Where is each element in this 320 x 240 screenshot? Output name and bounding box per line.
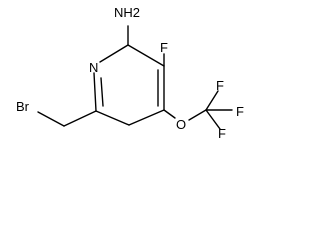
bromine-label: Br — [16, 99, 30, 114]
bond-n-c6-inner — [100, 77, 104, 107]
bond-cf3-f-bottom — [205, 109, 221, 130]
chemical-structure: NH2 N F O Br F F F — [16, 5, 244, 138]
bond-cf3-f-top — [205, 90, 219, 111]
bond-c6-ch2 — [63, 110, 97, 127]
bond-o-cf3 — [188, 109, 207, 121]
bond-c2-n — [99, 44, 129, 63]
bond-ch2-br — [37, 111, 65, 127]
amine-label: NH2 — [114, 5, 140, 20]
bond-n-c6 — [93, 72, 97, 112]
pyridine-ring — [93, 44, 165, 126]
bond-c6-c5 — [95, 110, 130, 126]
cf3-fluorine-top-label: F — [216, 78, 224, 93]
bond-c5-c4 — [128, 109, 165, 126]
fluorine-label: F — [160, 40, 168, 55]
ring-nitrogen-label: N — [89, 60, 98, 75]
bond-c4-o — [163, 109, 176, 119]
cf3-fluorine-bottom-label: F — [218, 126, 226, 138]
cf3-fluorine-right-label: F — [236, 104, 244, 119]
ether-oxygen-label: O — [176, 117, 186, 132]
bond-c3-c2 — [127, 44, 165, 67]
